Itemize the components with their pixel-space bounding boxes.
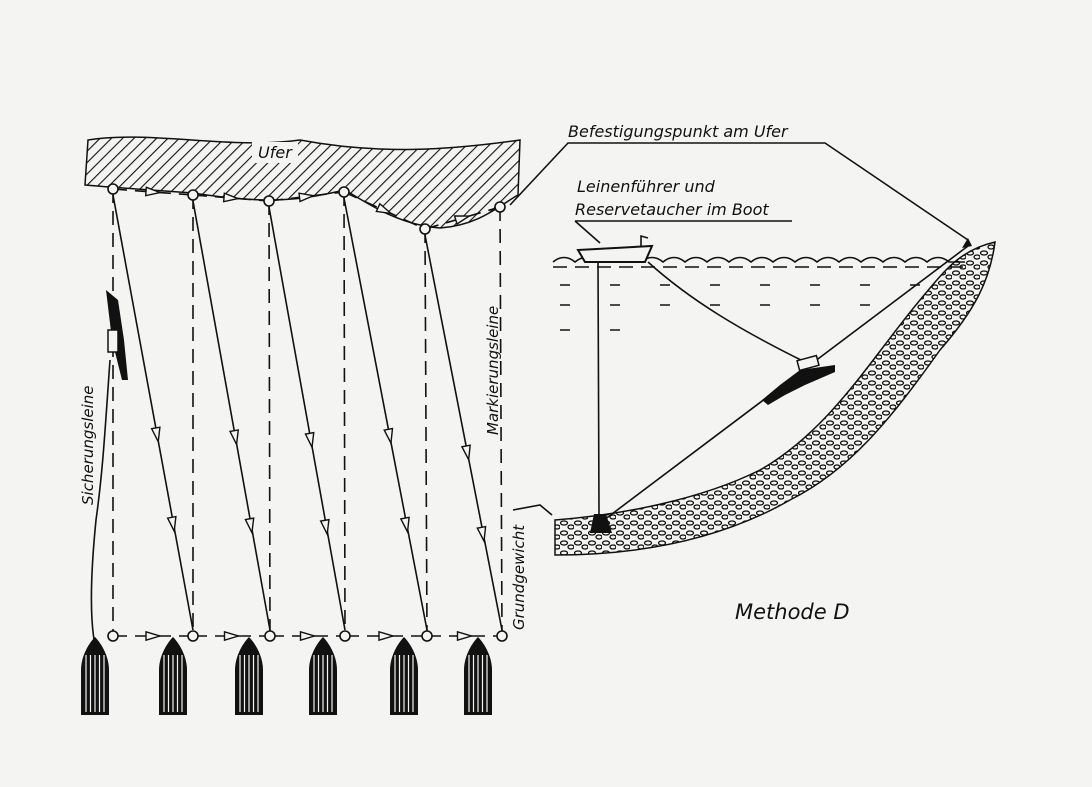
vertical-search-line: [343, 191, 346, 637]
direction-arrow-icon: [456, 630, 474, 642]
bottom-node: [421, 630, 433, 642]
vertical-search-line: [499, 206, 503, 637]
safety-line-label: Sicherungsleine: [79, 386, 97, 506]
direction-arrow-icon: [378, 630, 396, 642]
top-node: [494, 201, 506, 213]
direction-arrow-icon: [222, 192, 241, 203]
top-node: [338, 186, 350, 198]
bottom-node: [187, 630, 199, 642]
direction-arrow-icon: [298, 192, 316, 203]
ground-weight-pointer: [512, 504, 553, 516]
shore-label-backdrop: [252, 142, 298, 163]
top-connecting-line: [192, 194, 270, 202]
boat-side-icon: [576, 244, 654, 263]
bottom-node: [107, 630, 119, 642]
anchor-point-icon: [962, 238, 972, 248]
boat-label-leader: [574, 220, 792, 244]
top-node: [419, 223, 431, 235]
direction-arrow-icon: [460, 444, 471, 463]
diagonal-search-line: [112, 194, 194, 631]
anchor-point-label: Befestigungspunkt am Ufer: [568, 122, 789, 141]
direction-arrow-icon: [476, 525, 487, 544]
shore-hatch: [84, 136, 521, 229]
direction-arrow-icon: [228, 429, 240, 447]
direction-arrow-icon: [144, 186, 163, 197]
direction-arrow-icon: [399, 516, 410, 535]
safety-line: [90, 359, 111, 646]
boat-flag-icon: [640, 234, 649, 247]
boat-label-line1: Leinenführer und: [577, 177, 716, 196]
direction-arrow-icon: [319, 518, 330, 537]
bottom-node: [264, 630, 276, 642]
direction-arrow-icon: [145, 630, 163, 642]
direction-arrow-icon: [383, 427, 394, 446]
diagonal-search-line: [343, 197, 428, 631]
diver-tether: [647, 261, 806, 363]
direction-arrow-icon: [150, 426, 161, 445]
anchor-point-leader: [509, 142, 969, 241]
vertical-search-line: [268, 200, 271, 637]
diagonal-search-line: [424, 234, 503, 631]
direction-arrow-icon: [299, 630, 317, 642]
diagonal-search-line: [192, 200, 271, 631]
water-dashes: [560, 284, 940, 331]
vertical-search-line: [424, 228, 428, 637]
diagonal-search-line: [268, 206, 346, 631]
marking-line-label: Markierungsleine: [484, 306, 502, 435]
diver-right-icon: [762, 354, 835, 405]
direction-arrow-icon: [223, 630, 241, 642]
direction-arrow-icon: [166, 515, 177, 534]
top-connecting-line: [268, 191, 345, 202]
top-node: [107, 183, 119, 195]
top-connecting-line: [424, 206, 501, 230]
bottom-node: [496, 630, 508, 642]
direction-arrow-icon: [244, 517, 255, 536]
direction-arrow-icon: [375, 202, 394, 215]
top-node: [263, 195, 275, 207]
top-connecting-line: [112, 188, 194, 196]
shore-label: Ufer: [258, 143, 293, 162]
method-title: Methode D: [735, 600, 850, 624]
direction-arrow-icon: [304, 431, 315, 450]
boat-label-line2: Reservetaucher im Boot: [575, 200, 769, 219]
bottom-node: [339, 630, 351, 642]
ground-weight-label: Grundgewicht: [510, 524, 528, 630]
weight-line: [597, 261, 600, 515]
direction-arrow-icon: [453, 215, 472, 226]
diver-left-icon: [106, 290, 128, 380]
search-grid: [81, 183, 508, 715]
top-node: [187, 189, 199, 201]
